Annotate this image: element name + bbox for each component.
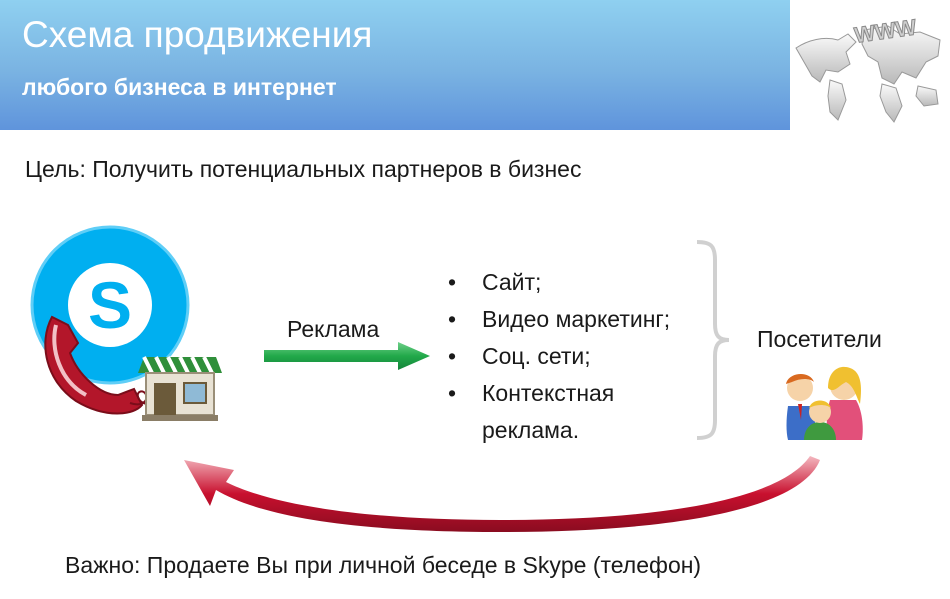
page-title: Схема продвижения — [22, 14, 373, 55]
channel-label: Соц. сети; — [482, 343, 591, 369]
channel-label: Сайт; — [482, 269, 542, 295]
channel-label: Видео маркетинг; — [482, 306, 671, 332]
channel-list: Сайт; Видео маркетинг; Соц. сети; Контек… — [448, 264, 670, 449]
www-globe-icon: WWW — [795, 14, 941, 123]
list-item: Сайт; — [448, 264, 670, 301]
list-item: Контекстная реклама. — [448, 375, 652, 449]
advertising-label: Реклама — [287, 316, 380, 342]
list-item: Соц. сети; — [448, 338, 670, 375]
channel-label: Контекстная реклама. — [482, 380, 615, 443]
arrow-right-icon — [264, 342, 430, 370]
important-note: Важно: Продаете Вы при личной беседе в S… — [65, 552, 702, 578]
svg-text:S: S — [88, 268, 132, 342]
visitors-label: Посетители — [757, 326, 882, 352]
right-brace-icon — [696, 240, 730, 440]
skype-phone-shop-icon: S — [30, 225, 222, 421]
people-icon — [786, 366, 863, 440]
list-item: Видео маркетинг; — [448, 301, 670, 338]
return-arrow-icon — [184, 456, 820, 532]
goal-text: Цель: Получить потенциальных партнеров в… — [25, 156, 582, 182]
header-banner: Схема продвижения любого бизнеса в интер… — [0, 0, 790, 130]
page-subtitle: любого бизнеса в интернет — [22, 74, 337, 100]
